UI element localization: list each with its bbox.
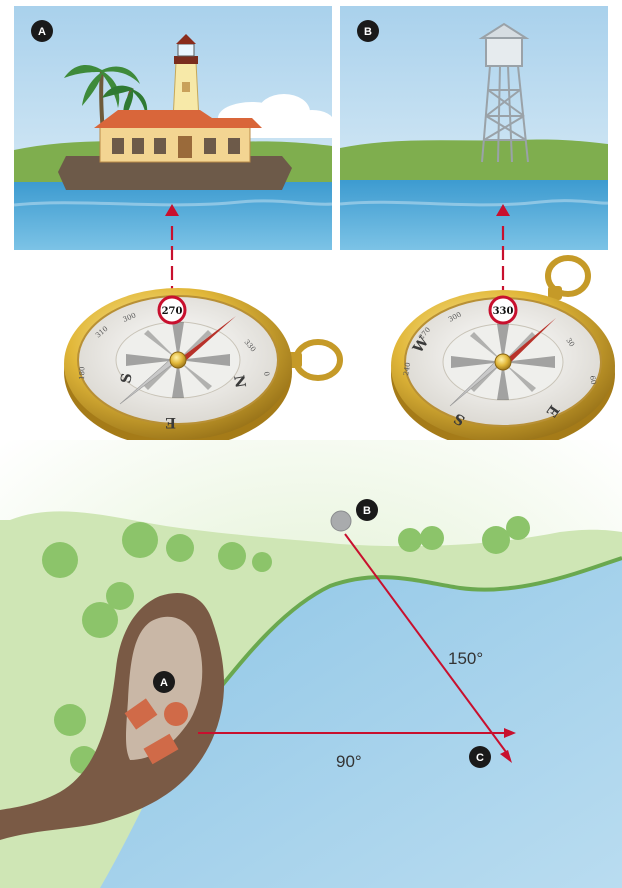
marker-c-map: C bbox=[469, 746, 491, 768]
marker-b-panel: B bbox=[357, 20, 379, 42]
degree-mark: 60 bbox=[588, 375, 597, 385]
bearing-label-90: 90° bbox=[336, 752, 362, 771]
svg-text:B: B bbox=[364, 26, 372, 38]
compass-ring bbox=[296, 342, 340, 378]
bearing-readout-text: 270 bbox=[162, 306, 183, 317]
marker-b-map: B bbox=[356, 499, 378, 521]
compass-left: S N E 310 300 180 330 0 270 bbox=[64, 288, 340, 448]
marker-a-map: A bbox=[153, 671, 175, 693]
cardinal-e: E bbox=[165, 414, 176, 430]
svg-text:C: C bbox=[476, 752, 484, 764]
svg-text:B: B bbox=[363, 505, 371, 517]
bearing-label-150: 150° bbox=[448, 649, 483, 668]
svg-text:A: A bbox=[38, 26, 46, 38]
map: 150° 90° A B C bbox=[0, 440, 622, 888]
scene-panel-b: B bbox=[340, 6, 608, 250]
water-b bbox=[340, 180, 608, 250]
degree-mark: 180 bbox=[78, 366, 86, 380]
svg-text:A: A bbox=[160, 677, 168, 689]
sighting-point-b bbox=[331, 511, 351, 531]
bearing-readout-text: 330 bbox=[493, 306, 514, 317]
marker-a-panel: A bbox=[31, 20, 53, 42]
